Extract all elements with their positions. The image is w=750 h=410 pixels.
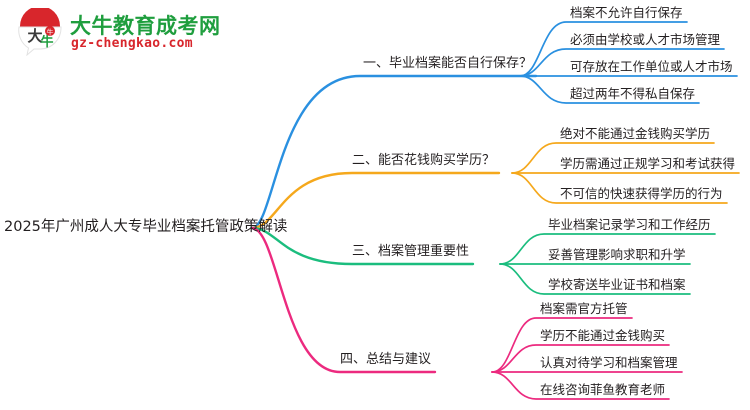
leaf-label-3-1[interactable]: 毕业档案记录学习和工作经历 — [548, 217, 711, 232]
leaf-wire-4-4 — [491, 371, 670, 400]
leaf-wire-1-1 — [519, 21, 688, 77]
trunk-branch-4 — [250, 226, 437, 374]
leaf-wire-2-1 — [511, 142, 715, 174]
leaf-label-1-4[interactable]: 超过两年不得私自保存 — [570, 86, 696, 101]
leaf-label-4-4[interactable]: 在线咨询菲鱼教育老师 — [540, 382, 666, 397]
leaf-wire-4-1 — [491, 317, 633, 373]
leaf-wire-1-4 — [519, 75, 700, 104]
leaf-label-4-1[interactable]: 档案需官方托管 — [540, 301, 628, 316]
leaf-wire-3-1 — [499, 233, 716, 265]
branch-label-4[interactable]: 四、总结与建议 — [340, 352, 432, 367]
trunk-branch-3 — [250, 226, 475, 266]
leaf-label-4-2[interactable]: 学历不能通过金钱购买 — [540, 328, 666, 343]
root-node-label[interactable]: 2025年广州成人大专毕业档案托管政策解读 — [4, 219, 288, 235]
logo-mark-icon: 大 牛 牛 — [18, 8, 62, 56]
leaf-label-2-1[interactable]: 绝对不能通过金钱购买学历 — [560, 126, 711, 141]
site-logo[interactable]: 大 牛 牛 大牛教育成考网 gz-chengkao.com — [14, 6, 220, 58]
leaf-label-1-3[interactable]: 可存放在工作单位或人才市场 — [570, 59, 733, 74]
leaf-label-2-3[interactable]: 不可信的快速获得学历的行为 — [560, 186, 723, 201]
branch-label-3[interactable]: 三、档案管理重要性 — [352, 244, 470, 259]
trunk-branch-1 — [250, 74, 538, 230]
svg-text:牛: 牛 — [47, 28, 54, 37]
leaf-wire-3-3 — [499, 263, 691, 295]
leaf-wire-1-2 — [519, 48, 725, 77]
logo-site-url: gz-chengkao.com — [71, 36, 193, 51]
leaf-label-4-3[interactable]: 认真对待学习和档案管理 — [540, 355, 678, 370]
svg-text:大: 大 — [27, 27, 42, 45]
leaf-label-1-2[interactable]: 必须由学校或人才市场管理 — [570, 32, 721, 47]
leaf-label-3-2[interactable]: 妥善管理影响求职和升学 — [548, 247, 686, 262]
leaf-label-2-2[interactable]: 学历需通过正规学习和考试获得 — [560, 156, 736, 171]
trunk-branch-2 — [250, 171, 501, 230]
logo-site-name: 大牛教育成考网 — [70, 14, 221, 38]
svg-text:牛: 牛 — [40, 34, 53, 50]
branch-label-2[interactable]: 二、能否花钱购买学历？ — [352, 153, 496, 168]
leaf-label-3-3[interactable]: 学校寄送毕业证书和档案 — [548, 277, 686, 292]
branch-label-1[interactable]: 一、毕业档案能否自行保存？ — [363, 56, 533, 71]
leaf-label-1-1[interactable]: 档案不允许自行保存 — [570, 5, 683, 20]
leaf-wire-4-2 — [491, 344, 670, 373]
leaf-wire-2-3 — [511, 172, 728, 204]
